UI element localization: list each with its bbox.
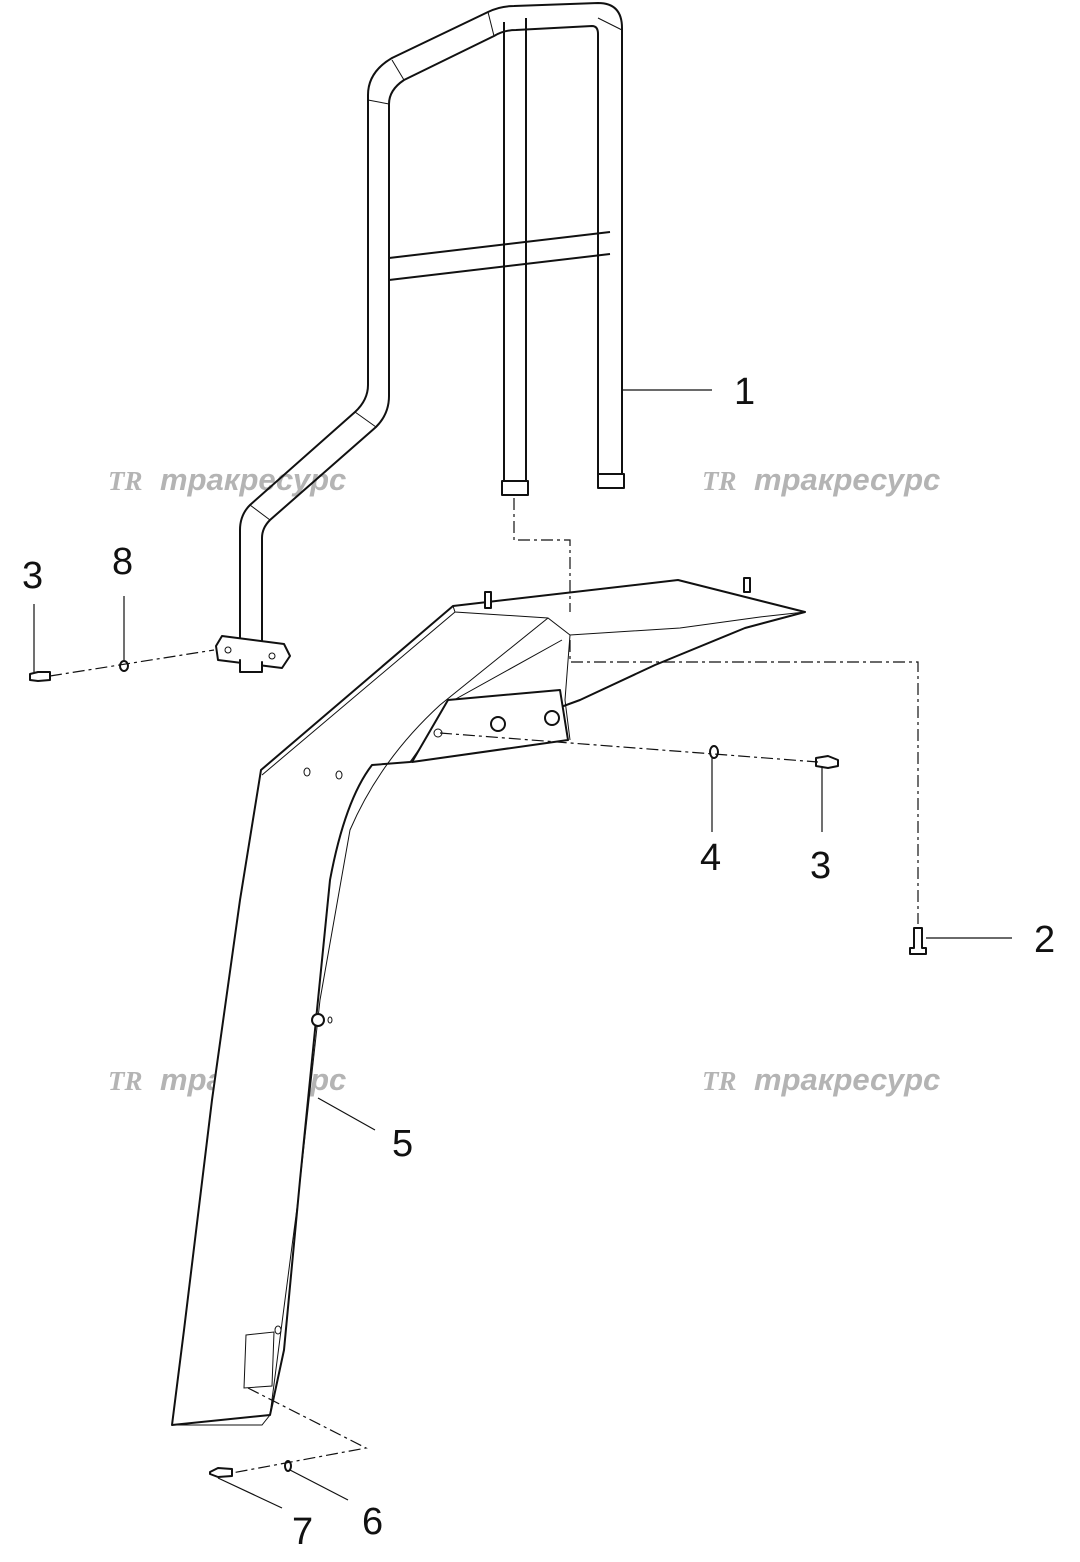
- watermark-bottom-right: TR тракресурс: [702, 1062, 940, 1097]
- watermark-top-left: TR тракресурс: [108, 462, 346, 497]
- watermark-logo: TR: [108, 466, 143, 496]
- bolt-2: [909, 927, 927, 955]
- leader-7: [217, 1477, 283, 1509]
- watermark-text: тракресурс: [160, 462, 346, 497]
- fender-fold-line: [261, 611, 549, 1416]
- bracket-bolt: [544, 710, 560, 726]
- side-hole: [303, 767, 311, 777]
- callout-2: 2: [1034, 919, 1055, 961]
- hardware: [29, 660, 927, 1478]
- handrail-right-leg: [597, 250, 623, 476]
- washer-4: [709, 745, 719, 759]
- leader-5: [317, 1097, 376, 1131]
- handrail-part: [215, 2, 625, 673]
- washer-8: [119, 660, 129, 672]
- fender-body: [171, 579, 806, 1426]
- mount-hole: [268, 652, 276, 660]
- callout-3-right: 3: [810, 845, 831, 887]
- callout-1: 1: [734, 371, 755, 413]
- callout-3-left: 3: [22, 555, 43, 597]
- assembly-line: [231, 1387, 368, 1474]
- watermark-text: тракресурс: [754, 462, 940, 497]
- handrail-middle-leg: [503, 18, 527, 484]
- handrail-middle-foot: [501, 480, 529, 496]
- assembly-line: [439, 732, 819, 763]
- callout-labels: 1 2 3 3 4 5 6 7 8: [22, 371, 1055, 1553]
- fender-part: [171, 577, 806, 1426]
- assembly-line: [569, 640, 919, 924]
- leader-6: [289, 1469, 349, 1501]
- lower-plate: [243, 1331, 275, 1389]
- callout-5: 5: [392, 1123, 413, 1165]
- fender-mount-bracket: [411, 689, 569, 763]
- bolt-left: [29, 671, 51, 682]
- handrail-right-foot: [597, 473, 625, 489]
- callout-6: 6: [362, 1501, 383, 1543]
- watermark-logo: TR: [702, 466, 737, 496]
- leader-lines: [33, 389, 1012, 1509]
- callout-7: 7: [292, 1511, 313, 1553]
- callout-8: 8: [112, 541, 133, 583]
- handrail-main-tube: [239, 2, 623, 670]
- bolt-right: [815, 755, 839, 769]
- handrail-leg-bottom: [239, 659, 263, 673]
- assembly-line: [513, 498, 571, 612]
- handrail-bend-marks: [249, 11, 623, 521]
- callout-4: 4: [700, 837, 721, 879]
- fender-lower-edge: [171, 1329, 271, 1426]
- bolt-7: [209, 1467, 233, 1478]
- bracket-bolt: [490, 716, 506, 732]
- stud: [484, 591, 492, 609]
- side-hole: [335, 770, 343, 780]
- mount-hole: [224, 646, 232, 654]
- handrail-mount-plate: [215, 635, 291, 669]
- watermark-logo: TR: [108, 1066, 143, 1096]
- assembly-line: [49, 649, 215, 677]
- watermark-logo: TR: [702, 1066, 737, 1096]
- side-bolt: [311, 1013, 325, 1027]
- assembly-lines: [49, 498, 919, 1474]
- watermark-text: тракресурс: [754, 1062, 940, 1097]
- washer-6: [284, 1460, 292, 1472]
- side-hole: [327, 1016, 333, 1024]
- stud: [743, 577, 751, 593]
- handrail-main-tube-inner: [261, 25, 599, 670]
- watermark-top-right: TR тракресурс: [702, 462, 940, 497]
- lower-hole: [274, 1325, 282, 1335]
- handrail-cross-bar: [388, 231, 611, 281]
